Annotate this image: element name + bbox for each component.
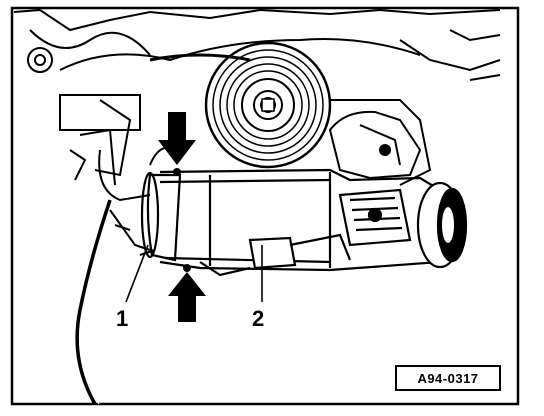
background-mechanism xyxy=(13,8,501,186)
arrow-up-icon xyxy=(168,272,206,322)
figure-id-box xyxy=(395,365,501,391)
coil-disc xyxy=(204,41,332,169)
screw-markers xyxy=(173,168,191,272)
figure-id: A94-0317 xyxy=(417,371,478,386)
leader-lines xyxy=(125,244,263,303)
callout-1: 1 xyxy=(116,306,128,331)
arrow-down-icon xyxy=(158,112,196,165)
callout-2: 2 xyxy=(252,306,264,331)
wiring-harness xyxy=(75,149,156,405)
upper-bracket xyxy=(328,110,422,180)
lock-housing xyxy=(140,168,468,277)
